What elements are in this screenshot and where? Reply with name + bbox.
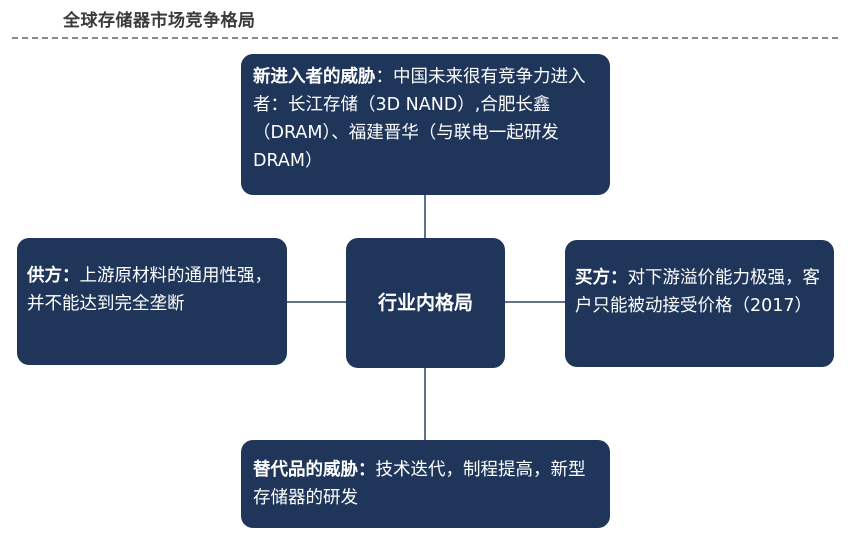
diagram-title: 全球存储器市场竞争格局 xyxy=(63,11,256,31)
connector-left xyxy=(287,301,346,303)
suppliers-heading: 供方： xyxy=(27,266,80,286)
buyers-heading: 买方： xyxy=(575,268,628,288)
new-entrants-heading: 新进入者的威胁 xyxy=(253,67,376,87)
connector-bottom xyxy=(424,368,426,440)
substitutes-text: 技术迭代，制程提高，新型存储器的研发 xyxy=(253,460,586,508)
industry-rivalry-box: 行业内格局 xyxy=(346,238,505,368)
suppliers-text: 上游原材料的通用性强，并不能达到完全垄断 xyxy=(27,266,272,314)
connector-top xyxy=(424,195,426,238)
connector-right xyxy=(505,301,565,303)
substitutes-box: 替代品的威胁：技术迭代，制程提高，新型存储器的研发 xyxy=(241,440,610,528)
substitutes-heading: 替代品的威胁： xyxy=(253,460,376,480)
new-entrants-box: 新进入者的威胁：中国未来很有竞争力进入者：长江存储（3D NAND）,合肥长鑫（… xyxy=(241,54,610,195)
title-divider xyxy=(12,37,838,39)
industry-rivalry-label: 行业内格局 xyxy=(377,292,473,314)
new-entrants-text: ：中国未来很有竞争力进入者：长江存储（3D NAND）,合肥长鑫（DRAM）、福… xyxy=(253,67,586,171)
suppliers-box: 供方：上游原材料的通用性强，并不能达到完全垄断 xyxy=(17,238,287,365)
buyers-box: 买方：对下游溢价能力极强，客户只能被动接受价格（2017） xyxy=(565,240,834,367)
buyers-text: 对下游溢价能力极强，客户只能被动接受价格（2017） xyxy=(575,268,820,316)
